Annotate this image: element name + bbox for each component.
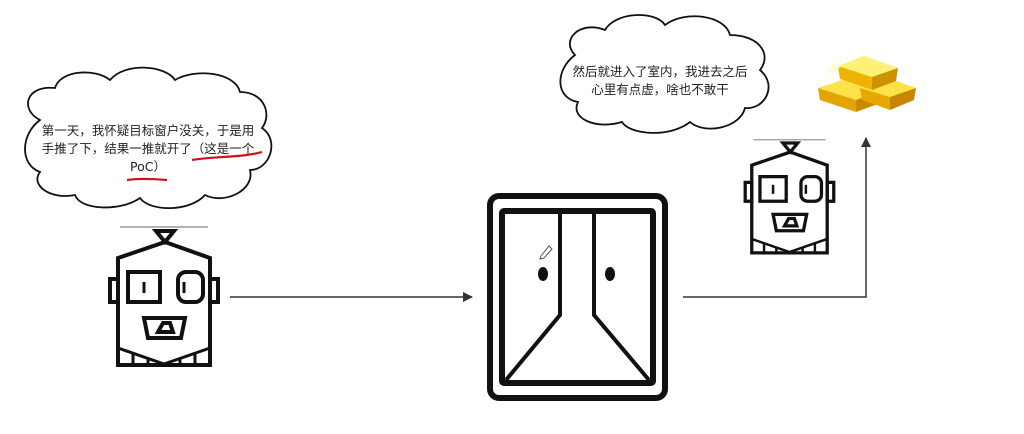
- door-icon: [487, 193, 668, 401]
- bubble-left-text: 第一天，我怀疑目标窗户没关，于是用 手推了下，结果一推就开了（这是一个 PoC）: [28, 122, 268, 176]
- annotation-underline-1: [191, 150, 263, 162]
- gold-bars-icon: [818, 56, 916, 112]
- thought-cloud-left: [24, 66, 273, 210]
- robot-icon-inside: [743, 138, 836, 255]
- bubble-right-line: 心里有点虚，啥也不敢干: [591, 82, 729, 97]
- bubble-left-line: PoC）: [130, 159, 166, 174]
- arrow-to-gold: [683, 137, 871, 298]
- bubble-right-line: 然后就进入了室内，我进去之后: [572, 64, 748, 79]
- thought-cloud-right: [559, 14, 770, 134]
- annotation-underline-2: [126, 177, 168, 182]
- bubble-right-text: 然后就进入了室内，我进去之后 心里有点虚，啥也不敢干: [555, 63, 765, 99]
- robot-icon: [108, 225, 220, 367]
- bubble-left-line: 第一天，我怀疑目标窗户没关，于是用: [41, 123, 255, 138]
- bubble-left-line: 手推了下，结果一推就开了（这是一个: [41, 141, 255, 156]
- pencil-icon: [539, 245, 553, 260]
